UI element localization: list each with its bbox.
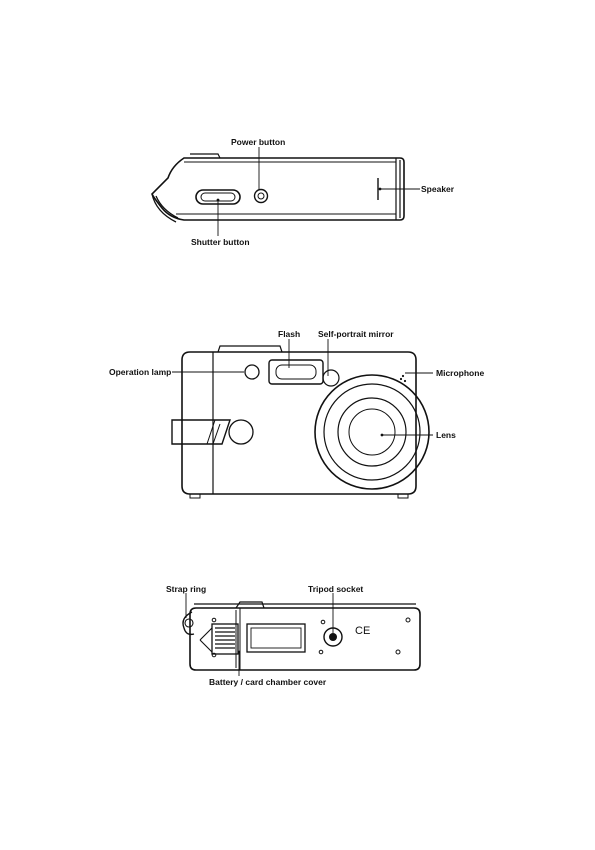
battery-cover-label: Battery / card chamber cover [209,677,327,687]
strap-ring-label: Strap ring [166,584,206,594]
ce-mark: CE [355,625,370,637]
camera-bottom-view: CE Strap ring Tripod socket Battery / ca… [166,584,420,687]
speaker-label: Speaker [421,184,455,194]
power-button-label: Power button [231,137,285,147]
lens-label: Lens [436,430,456,440]
camera-front-view: Flash Self-portrait mirror Operation lam… [109,329,484,498]
tripod-socket-label: Tripod socket [308,584,363,594]
operation-lamp-label: Operation lamp [109,367,171,377]
flash-label: Flash [278,329,300,339]
self-portrait-mirror-label: Self-portrait mirror [318,329,394,339]
shutter-button-label: Shutter button [191,237,250,247]
microphone-label: Microphone [436,368,484,378]
camera-top-view: Power button Speaker Shutter button [152,137,455,247]
